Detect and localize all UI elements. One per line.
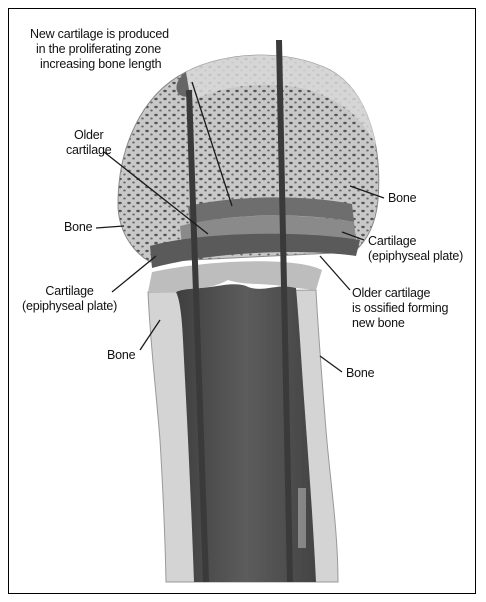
label-new-cartilage: New cartilage is produced in the prolife… [30,27,169,72]
leader-older-ossified [320,256,350,290]
leader-bone-right-bottom [320,356,342,372]
artist-signature [298,488,306,548]
label-bone-bottom-left: Bone [107,348,135,363]
label-cartilage-left: Cartilage (epiphyseal plate) [22,284,117,314]
label-bone-left: Bone [64,220,92,235]
label-cartilage-right: Cartilage (epiphyseal plate) [368,234,463,264]
label-bone-right-top: Bone [388,191,416,206]
label-older-ossified: Older cartilage is ossified forming new … [352,286,448,331]
leader-bone-left [96,226,124,228]
label-older-cartilage: Older cartilage [66,128,111,158]
label-bone-right-bottom: Bone [346,366,374,381]
